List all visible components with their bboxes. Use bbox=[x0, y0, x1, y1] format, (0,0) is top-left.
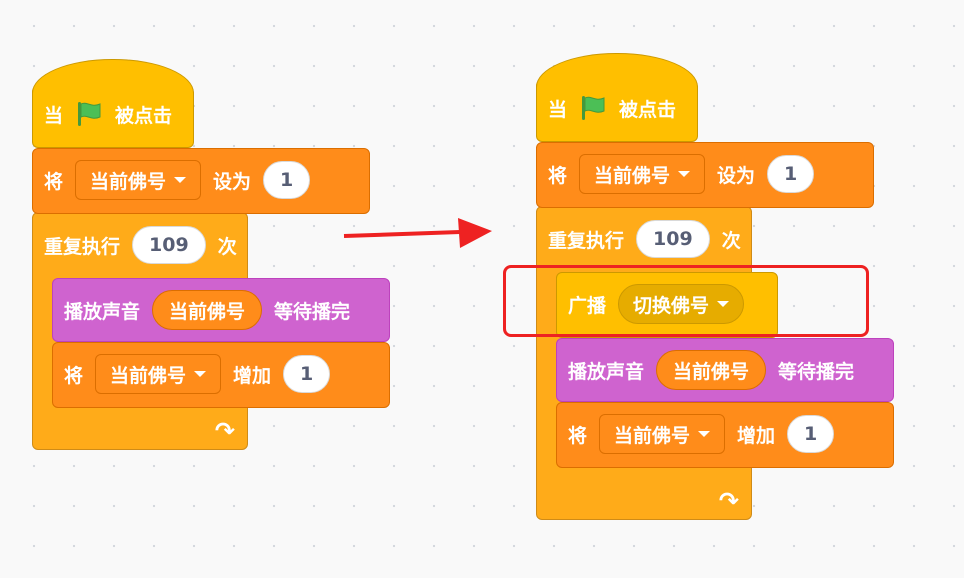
right-arrow-icon bbox=[343, 218, 492, 248]
highlight-box bbox=[503, 265, 869, 337]
broadcast-message-label: 切换佛号 bbox=[633, 294, 710, 317]
hat-prefix: 当 bbox=[44, 104, 64, 127]
play-sound-suffix: 等待播完 bbox=[778, 360, 855, 383]
set-action: 设为 bbox=[213, 170, 252, 193]
variable-dropdown-label: 当前佛号 bbox=[614, 424, 691, 447]
change-action: 增加 bbox=[737, 424, 776, 447]
change-value-input[interactable]: 1 bbox=[283, 355, 331, 393]
set-value-input[interactable]: 1 bbox=[767, 155, 815, 193]
variable-dropdown[interactable]: 当前佛号 bbox=[599, 414, 726, 454]
set-value-input[interactable]: 1 bbox=[263, 161, 311, 199]
green-flag-icon bbox=[582, 96, 605, 120]
sound-reporter[interactable]: 当前佛号 bbox=[152, 290, 263, 330]
chevron-down-icon bbox=[717, 301, 730, 307]
chevron-down-icon bbox=[698, 431, 711, 437]
sound-reporter[interactable]: 当前佛号 bbox=[656, 350, 767, 390]
change-label: 将 bbox=[64, 364, 84, 387]
repeat-label: 重复执行 bbox=[44, 235, 121, 258]
repeat-count-input[interactable]: 109 bbox=[636, 220, 710, 258]
broadcast-label: 广播 bbox=[568, 294, 607, 317]
set-label: 将 bbox=[44, 170, 64, 193]
chevron-down-icon bbox=[194, 371, 207, 377]
when-flag-clicked-block[interactable] bbox=[32, 59, 194, 148]
change-action: 增加 bbox=[233, 364, 272, 387]
set-label: 将 bbox=[548, 164, 568, 187]
variable-dropdown[interactable]: 当前佛号 bbox=[579, 154, 706, 194]
hat-prefix: 当 bbox=[548, 98, 568, 121]
repeat-count-input[interactable]: 109 bbox=[132, 226, 206, 264]
green-flag-icon bbox=[78, 102, 101, 126]
variable-dropdown[interactable]: 当前佛号 bbox=[95, 354, 222, 394]
repeat-suffix: 次 bbox=[721, 229, 741, 252]
chevron-down-icon bbox=[678, 171, 691, 177]
play-sound-label: 播放声音 bbox=[64, 300, 141, 323]
repeat-suffix: 次 bbox=[217, 235, 237, 258]
variable-dropdown[interactable]: 当前佛号 bbox=[75, 160, 202, 200]
variable-dropdown-label: 当前佛号 bbox=[90, 170, 167, 193]
variable-dropdown-label: 当前佛号 bbox=[594, 164, 671, 187]
play-sound-suffix: 等待播完 bbox=[274, 300, 351, 323]
set-action: 设为 bbox=[717, 164, 756, 187]
loop-arrow-icon: ↷ bbox=[214, 417, 235, 445]
broadcast-message-dropdown[interactable]: 切换佛号 bbox=[618, 284, 745, 324]
variable-dropdown-label: 当前佛号 bbox=[110, 364, 187, 387]
chevron-down-icon bbox=[174, 177, 187, 183]
hat-suffix: 被点击 bbox=[115, 104, 173, 127]
play-sound-label: 播放声音 bbox=[568, 360, 645, 383]
hat-suffix: 被点击 bbox=[619, 98, 677, 121]
change-value-input[interactable]: 1 bbox=[787, 415, 835, 453]
repeat-label: 重复执行 bbox=[548, 229, 625, 252]
loop-arrow-icon: ↷ bbox=[718, 487, 739, 515]
change-label: 将 bbox=[568, 424, 588, 447]
